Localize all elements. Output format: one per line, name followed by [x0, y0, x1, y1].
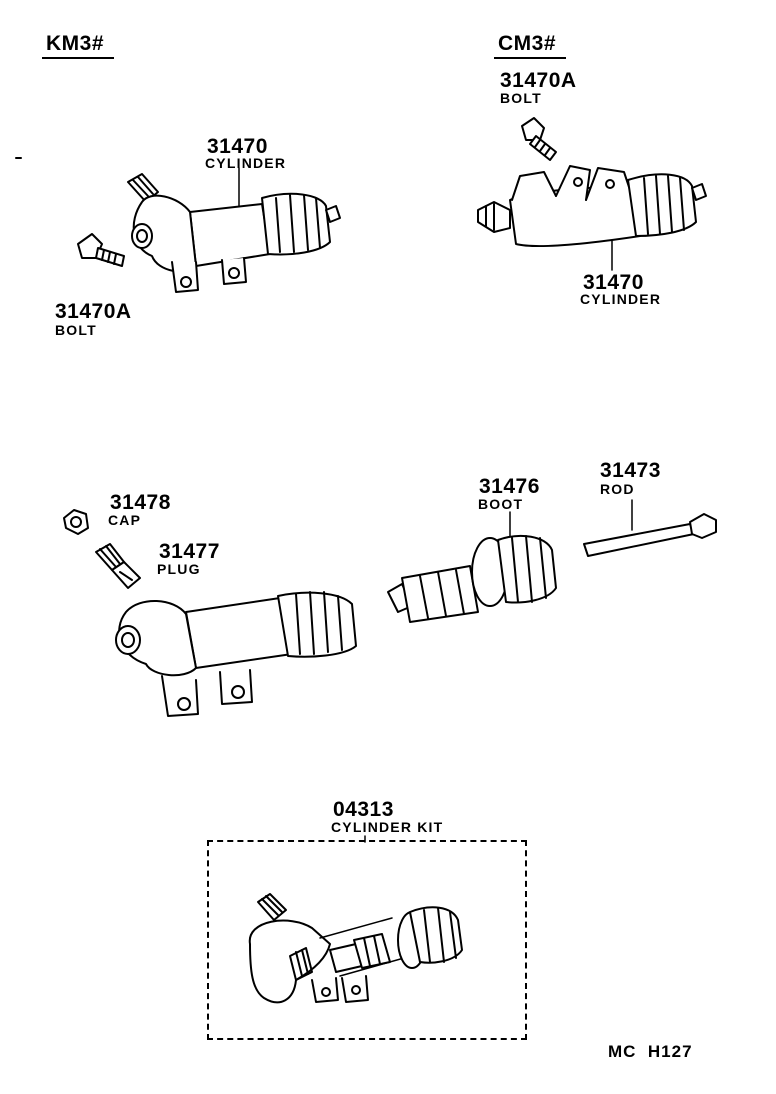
cylinder-body-drawing [115, 591, 357, 717]
cm3-cylinder-drawing [477, 165, 707, 271]
part-name-cylinder-kit: CYLINDER KIT [331, 819, 444, 835]
part-name-rod: ROD [600, 481, 635, 497]
part-number-31470a-cm3: 31470A [500, 69, 577, 92]
cap-drawing [63, 509, 89, 535]
part-number-31470-cm3: 31470 [583, 271, 644, 294]
part-number-31473: 31473 [600, 459, 661, 482]
part-name-bolt-km3: BOLT [55, 322, 97, 338]
part-name-cap: CAP [108, 512, 142, 528]
part-name-plug: PLUG [157, 561, 201, 577]
plug-drawing [95, 543, 141, 589]
cylinder-kit-drawing [248, 893, 463, 1004]
part-number-31477: 31477 [159, 540, 220, 563]
part-name-cylinder-km3: CYLINDER [205, 155, 287, 171]
part-number-31478: 31478 [110, 491, 171, 514]
diagram-code: MC H127 [608, 1042, 693, 1061]
part-number-04313: 04313 [333, 798, 394, 821]
part-number-31470a-km3: 31470A [55, 300, 132, 323]
cylinder-kit-boundary [207, 840, 527, 1040]
header-underline [42, 57, 114, 59]
part-number-31476: 31476 [479, 475, 540, 498]
part-name-boot: BOOT [478, 496, 524, 512]
section-header-cm3: CM3# [498, 32, 557, 55]
part-name-cylinder-cm3: CYLINDER [580, 291, 662, 307]
km3-cylinder-drawing [127, 167, 341, 293]
km3-bolt-drawing [77, 233, 125, 267]
cm3-bolt-drawing [521, 117, 557, 161]
boot-drawing [387, 511, 557, 623]
header-underline [494, 57, 566, 59]
part-number-31470-km3: 31470 [207, 135, 268, 158]
section-header-km3: KM3# [46, 32, 105, 55]
part-name-bolt-cm3: BOLT [500, 90, 542, 106]
rod-drawing [583, 499, 717, 557]
